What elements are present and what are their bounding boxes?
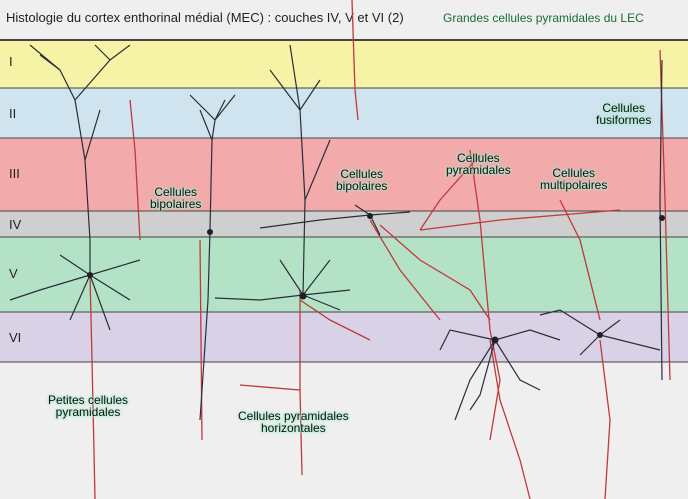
layer-band-iv	[0, 211, 688, 237]
cell-body	[659, 215, 665, 221]
layer-label-iii: III	[9, 166, 20, 181]
layer-label-v: V	[9, 266, 18, 281]
label-line: bipolaires	[150, 197, 202, 211]
layer-bands	[0, 39, 688, 363]
layer-label-i: I	[9, 54, 13, 69]
label-line: pyramidales	[446, 163, 511, 177]
label-line: Petites cellules	[48, 393, 129, 407]
layer-band-vi	[0, 312, 688, 362]
label-line: Cellules pyramidales	[238, 409, 349, 423]
axons	[89, 0, 671, 499]
cell-body	[597, 332, 603, 338]
label-line: horizontales	[261, 421, 326, 435]
cell-body	[299, 292, 307, 300]
label-line: fusiformes	[596, 113, 652, 127]
label-line: pyramidales	[55, 405, 121, 419]
cell-body	[207, 229, 213, 235]
title: Histologie du cortex enthorinal médial (…	[6, 10, 404, 25]
layer-band-iii	[0, 138, 688, 211]
label-line: multipolaires	[540, 178, 608, 192]
label-line: Cellules	[552, 166, 596, 180]
label-line: Cellules	[340, 167, 384, 181]
layer-band-i	[0, 40, 688, 88]
subtitle: Grandes cellules pyramidales du LEC	[443, 11, 644, 25]
cell-bodies	[87, 213, 665, 344]
layer-label-iv: IV	[9, 217, 22, 232]
cell-body	[87, 272, 93, 278]
cell-body	[491, 336, 499, 344]
dendrites	[9, 44, 663, 421]
label-line: bipolaires	[336, 179, 388, 193]
layer-label-ii: II	[9, 106, 17, 121]
label-line: Cellules	[602, 101, 646, 115]
label-line: Cellules	[457, 151, 500, 165]
label-line: Cellules	[154, 185, 198, 199]
layer-band-v	[0, 237, 688, 312]
cell-body	[367, 213, 373, 219]
layer-band-ii	[0, 88, 688, 138]
layer-label-vi: VI	[9, 330, 22, 345]
